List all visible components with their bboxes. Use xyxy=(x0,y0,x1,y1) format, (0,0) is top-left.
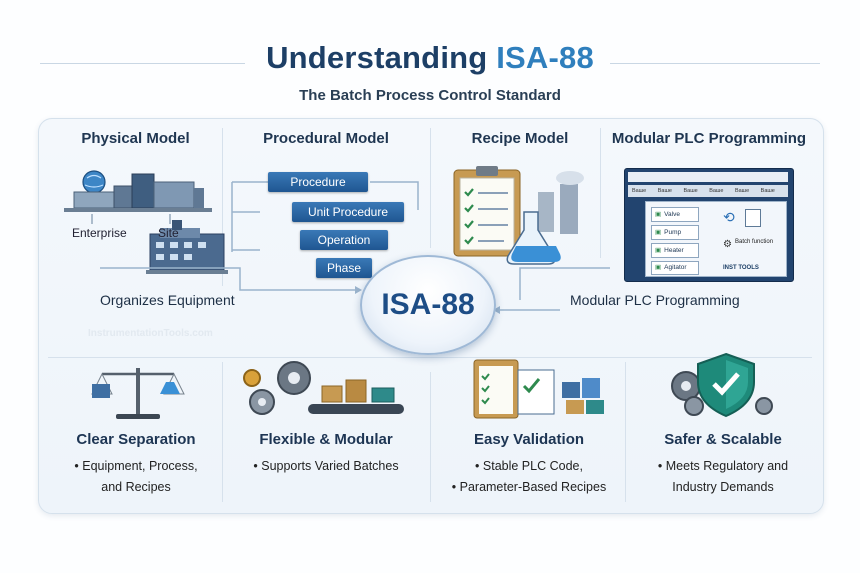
procedure-box: Procedure xyxy=(268,172,368,192)
plc-power-icon: ⟲ xyxy=(723,209,735,225)
label-enterprise: Enterprise xyxy=(72,226,127,240)
plc-window: Ваше Ваше Ваше Ваше Ваше Ваше ▣Valve ▣Pu… xyxy=(624,168,794,282)
caption-organizes-equipment: Organizes Equipment xyxy=(100,292,235,308)
toolbar-btn[interactable]: Ваше xyxy=(734,188,750,194)
col-sep-5 xyxy=(430,372,431,502)
caption-modular-plc: Modular PLC Programming xyxy=(570,292,740,308)
col-sep-4 xyxy=(222,362,223,502)
page-subtitle: The Batch Process Control Standard xyxy=(299,87,561,104)
toolbar-btn[interactable]: Ваше xyxy=(632,188,647,194)
gears-conveyor-icon xyxy=(243,361,404,415)
site-icon xyxy=(146,220,228,274)
operation-box: Operation xyxy=(300,230,388,250)
physical-model-illustration xyxy=(64,170,228,274)
benefit-title-easy-validation: Easy Validation xyxy=(473,431,585,448)
toolbar-btn[interactable]: Ваше xyxy=(760,188,775,194)
watermark: InstrumentationTools.com xyxy=(88,328,213,339)
plc-toolbar: Ваше Ваше Ваше Ваше Ваше Ваше xyxy=(628,185,788,197)
benefit-title-clear-separation: Clear Separation xyxy=(76,431,196,448)
validation-clipboard-icon xyxy=(473,359,604,419)
benefit-text-clear-separation: • Equipment, Process,and Recipes xyxy=(74,459,198,494)
unit-procedure-box: Unit Procedure xyxy=(292,202,404,222)
enterprise-icon xyxy=(64,170,212,212)
plc-gear-icon: ⚙ xyxy=(723,239,732,250)
title-rule-right xyxy=(610,63,820,64)
factory-background-icon xyxy=(538,171,584,234)
recipe-model-illustration xyxy=(453,166,584,265)
benefit-text-easy-validation: • Stable PLC Code,• Parameter-Based Reci… xyxy=(451,459,607,494)
benefit-title-safer-scalable: Safer & Scalable xyxy=(664,431,782,448)
plc-window-topbar xyxy=(628,172,788,182)
toolbar-btn[interactable]: Ваше xyxy=(709,188,724,194)
col-sep-6 xyxy=(625,362,626,502)
isa88-center-badge: ISA-88 xyxy=(360,255,496,355)
benefit-text-flexible-modular: • Supports Varied Batches xyxy=(253,459,399,473)
plc-module-valve[interactable]: ▣Valve xyxy=(651,207,699,222)
header-modular: Modular PLC Programming xyxy=(611,130,807,147)
col-sep-1 xyxy=(222,128,223,286)
header-recipe: Recipe Model xyxy=(471,130,569,147)
row-sep xyxy=(48,357,812,358)
label-site: Site xyxy=(158,226,179,240)
plc-document-icon xyxy=(745,209,761,227)
benefit-title-flexible-modular: Flexible & Modular xyxy=(259,431,393,448)
page-title: Understanding ISA-88 xyxy=(266,40,594,75)
plc-batch-function: Batch function xyxy=(735,239,774,245)
col-sep-2 xyxy=(430,128,431,248)
header-physical: Physical Model xyxy=(81,130,190,147)
shield-gears-icon xyxy=(671,352,773,418)
plc-brand: INST TOOLS xyxy=(723,265,759,271)
clipboard-icon xyxy=(453,166,521,257)
header-procedural: Procedural Model xyxy=(263,130,389,147)
plc-module-agitator[interactable]: ▣Agitator xyxy=(651,261,699,275)
plc-module-heater[interactable]: ▣Heater xyxy=(651,243,699,258)
col-sep-3 xyxy=(600,128,601,258)
plc-module-pump[interactable]: ▣Pump xyxy=(651,225,699,240)
toolbar-btn[interactable]: Ваше xyxy=(657,188,672,194)
title-rule-left xyxy=(40,63,245,64)
phase-box: Phase xyxy=(316,258,372,278)
flask-icon xyxy=(506,211,561,265)
toolbar-btn[interactable]: Ваше xyxy=(683,188,698,194)
scale-icon xyxy=(91,368,185,419)
